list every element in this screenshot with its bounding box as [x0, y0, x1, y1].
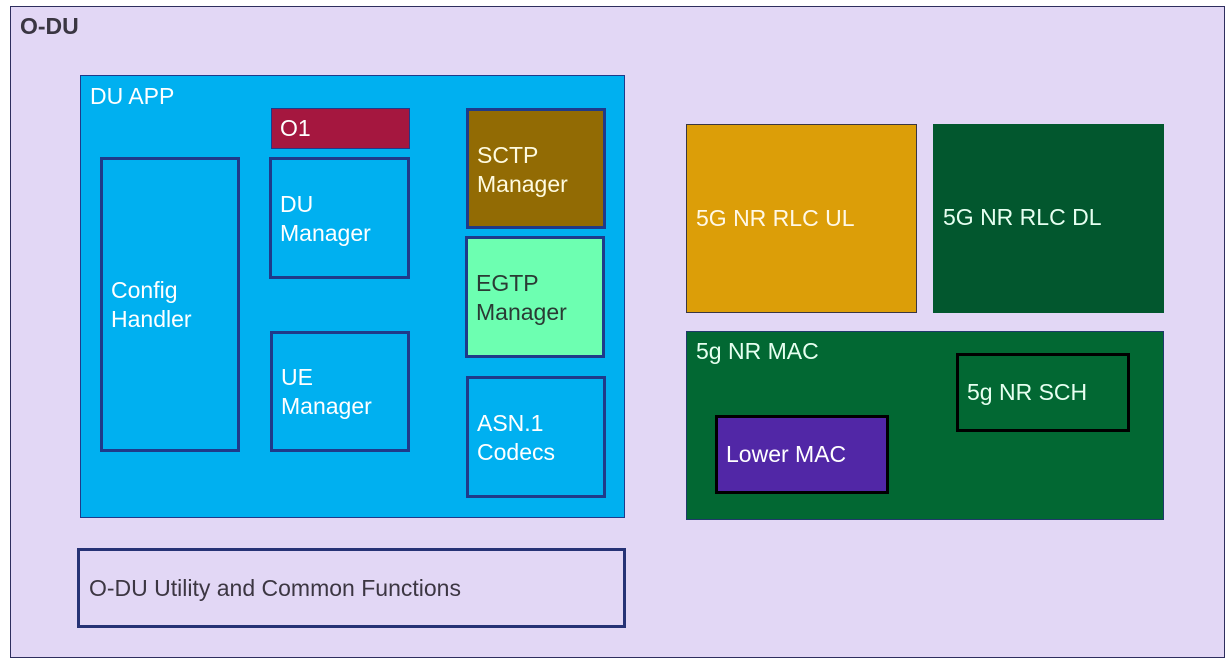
config-handler-block: Config Handler [100, 157, 240, 452]
du-manager-label: DU Manager [280, 191, 371, 246]
ue-manager-block: UE Manager [270, 331, 410, 452]
asn1-codecs-label: ASN.1 Codecs [477, 410, 555, 465]
sctp-manager-label: SCTP Manager [477, 142, 568, 197]
asn1-codecs-block: ASN.1 Codecs [466, 376, 606, 498]
config-handler-label: Config Handler [111, 277, 192, 332]
mac-title: 5g NR MAC [696, 338, 819, 364]
scheduler-label: 5g NR SCH [967, 379, 1088, 405]
sctp-manager-block: SCTP Manager [466, 108, 606, 229]
utility-label: O-DU Utility and Common Functions [89, 575, 461, 601]
ue-manager-label: UE Manager [281, 364, 372, 419]
scheduler-block: 5g NR SCH [956, 353, 1130, 432]
egtp-manager-block: EGTP Manager [465, 236, 605, 358]
o1-block: O1 [271, 108, 410, 149]
lower-mac-label: Lower MAC [726, 441, 847, 467]
du-manager-block: DU Manager [269, 157, 410, 279]
du-app-title: DU APP [90, 83, 175, 109]
rlc-ul-block: 5G NR RLC UL [686, 124, 917, 313]
egtp-manager-label: EGTP Manager [476, 270, 567, 325]
o1-label: O1 [280, 115, 311, 141]
odu-title: O-DU [20, 13, 79, 39]
utility-block [77, 548, 626, 628]
lower-mac-block: Lower MAC [715, 415, 889, 494]
rlc-ul-label: 5G NR RLC UL [696, 205, 855, 231]
rlc-dl-label: 5G NR RLC DL [943, 204, 1102, 230]
rlc-dl-block: 5G NR RLC DL [933, 124, 1164, 313]
